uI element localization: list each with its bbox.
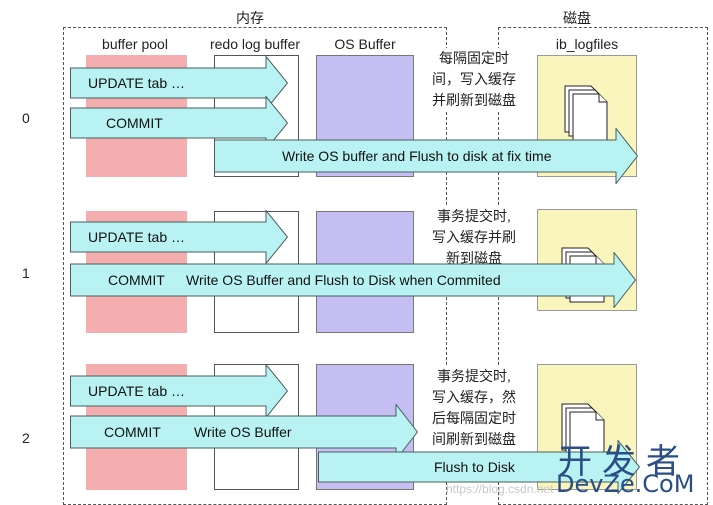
file-stack-icon xyxy=(561,403,605,459)
arrow-label: COMMIT xyxy=(108,272,165,288)
buffer-pool-header: buffer pool xyxy=(102,36,168,52)
commit-flush-arrow: COMMIT Write OS Buffer and Flush to Disk… xyxy=(70,252,636,308)
arrow-label: UPDATE tab … xyxy=(88,229,185,245)
arrow-body xyxy=(70,210,288,264)
note-line: 写入缓存，然 xyxy=(432,389,516,405)
row-note: 每隔固定时 间，写入缓存 并刷新到磁盘 xyxy=(418,48,530,111)
note-line: 后每隔固定时 xyxy=(432,410,516,426)
arrow-shape xyxy=(70,96,288,150)
arrow-body xyxy=(70,252,636,308)
update-arrow: UPDATE tab … xyxy=(70,364,288,418)
note-line: 间刷新到磁盘 xyxy=(432,431,516,447)
disk-region-title: 磁盘 xyxy=(563,10,591,26)
arrow-shape xyxy=(70,404,418,460)
note-line: 每隔固定时 xyxy=(439,50,509,66)
arrow-body xyxy=(70,364,288,418)
row-index: 2 xyxy=(22,430,30,446)
row-index: 0 xyxy=(22,110,30,126)
brand-logo-cn: 开发者 xyxy=(558,442,690,482)
row-index: 1 xyxy=(22,265,30,281)
arrow-shape xyxy=(70,252,636,308)
arrow-label: UPDATE tab … xyxy=(88,383,185,399)
update-arrow: UPDATE tab … xyxy=(70,210,288,264)
commit-arrow: COMMIT xyxy=(70,96,288,150)
arrow-label: Write OS buffer and Flush to disk at fix… xyxy=(282,148,552,164)
arrow-body xyxy=(70,96,288,150)
note-line: 新到磁盘 xyxy=(446,250,502,266)
arrow-label: COMMIT xyxy=(104,424,161,440)
note-line: 间，写入缓存 xyxy=(432,71,516,87)
arrow-body xyxy=(70,56,288,110)
arrow-shape xyxy=(318,440,640,494)
os-buffer-header: OS Buffer xyxy=(334,36,396,52)
arrow-shape xyxy=(214,128,638,184)
row-note: 事务提交时, 写入缓存并刷 新到磁盘 xyxy=(418,206,530,269)
note-line: 写入缓存并刷 xyxy=(432,229,516,245)
flush-arrow: Flush to Disk xyxy=(318,440,640,494)
note-line: 事务提交时, xyxy=(437,368,511,384)
commit-write-arrow: COMMIT Write OS Buffer xyxy=(70,404,418,460)
redo-log-buffer-header: redo log buffer xyxy=(209,36,301,52)
update-arrow: UPDATE tab … xyxy=(70,56,288,110)
arrow-body xyxy=(214,128,638,184)
ib-logfiles-header: ib_logfiles xyxy=(555,36,619,52)
arrow-shape xyxy=(70,56,288,110)
brand-logo-en: DevZe.CoM xyxy=(556,470,695,498)
row-note: 事务提交时, 写入缓存，然 后每隔固定时 间刷新到磁盘 xyxy=(418,366,530,450)
arrow-label: UPDATE tab … xyxy=(88,75,185,91)
arrow-label: COMMIT xyxy=(106,115,163,131)
arrow-shape xyxy=(70,210,288,264)
watermark-url: https://blog.csdn.net xyxy=(446,482,554,496)
flush-arrow: Write OS buffer and Flush to disk at fix… xyxy=(214,128,638,184)
note-line: 事务提交时, xyxy=(437,208,511,224)
arrow-label: Write OS Buffer xyxy=(194,424,292,440)
arrow-shape xyxy=(70,364,288,418)
arrow-label: Flush to Disk xyxy=(434,459,515,475)
note-line: 并刷新到磁盘 xyxy=(432,92,516,108)
arrow-body xyxy=(318,440,640,494)
file-stack-icon xyxy=(564,85,608,141)
memory-region-title: 内存 xyxy=(236,10,264,26)
arrow-body xyxy=(70,404,418,460)
arrow-label: Write OS Buffer and Flush to Disk when C… xyxy=(186,272,501,288)
